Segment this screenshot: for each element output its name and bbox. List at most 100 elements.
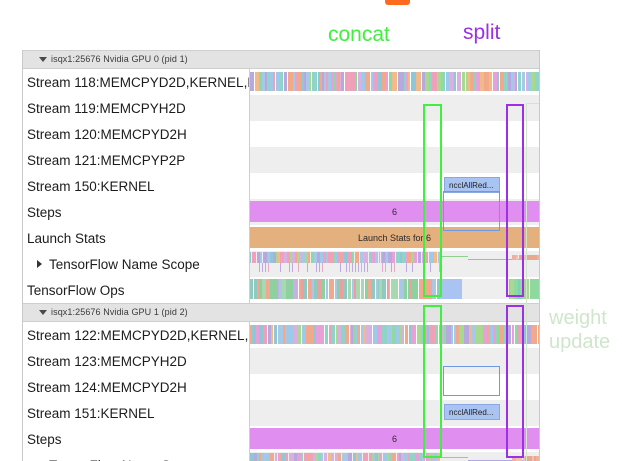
gutter-divider (249, 374, 250, 400)
row-label-empty[interactable]: Stream 119:MEMCPYH2D (27, 95, 249, 121)
row-gutter (23, 147, 249, 173)
timeline-row[interactable]: Stream 124:MEMCPYD2H (23, 374, 539, 400)
timeline-track[interactable]: ncclAllRed... (250, 400, 539, 426)
timeline-track[interactable] (250, 348, 539, 374)
annotation-label-concat: concat (328, 23, 390, 46)
gutter-divider (249, 147, 250, 173)
row-label-text: Stream 123:MEMCPYH2D (27, 353, 187, 369)
timeline-track[interactable] (250, 452, 539, 461)
gutter-divider (249, 452, 250, 461)
row-label-ops[interactable]: TensorFlow Ops (27, 277, 249, 303)
timeline-row[interactable]: Stream 119:MEMCPYH2D (23, 95, 539, 121)
gutter-divider (249, 277, 250, 303)
timeline-track[interactable] (250, 322, 539, 348)
timeline-track[interactable]: Launch Stats for 6 (250, 225, 539, 251)
timeline-track[interactable] (250, 95, 539, 121)
row-label-empty[interactable]: Stream 124:MEMCPYD2H (27, 374, 249, 400)
row-label-text: TensorFlow Name Scope (49, 256, 200, 272)
row-label-namescope[interactable]: TensorFlow Name Scope (27, 251, 271, 277)
steps-bar[interactable]: 6 (250, 428, 539, 449)
collapse-triangle-icon[interactable] (39, 310, 47, 315)
row-gutter (23, 199, 249, 225)
timeline-track[interactable] (250, 277, 539, 303)
timeline-track[interactable]: 6 (250, 426, 539, 452)
gutter-divider (249, 199, 250, 225)
timeline-track[interactable]: 6 (250, 199, 539, 225)
orange-marker-fragment (385, 0, 410, 5)
row-label-text: TensorFlow Ops (27, 282, 125, 298)
trace-rows-container: isqx1:25676 Nvidia GPU 0 (pid 1) Stream 1… (23, 50, 539, 461)
gutter-divider (249, 225, 250, 251)
row-label-empty[interactable]: Stream 123:MEMCPYH2D (27, 348, 249, 374)
timeline-track[interactable] (250, 251, 539, 277)
launch-stats-bar[interactable]: Launch Stats for 6 (250, 227, 539, 248)
row-gutter (23, 452, 249, 461)
weight-update-line-1: weight (549, 307, 607, 329)
gutter-divider (249, 121, 250, 147)
row-label-text: Launch Stats (27, 230, 106, 246)
group-header[interactable]: isqx1:25676 Nvidia GPU 0 (pid 1) (23, 50, 539, 69)
nccl-allreduce-block[interactable]: ncclAllRed... (444, 177, 500, 193)
row-label-stripes[interactable]: Stream 122:MEMCPYD2D,KERNEL,MI (27, 322, 249, 348)
row-label-empty[interactable]: Stream 120:MEMCPYD2H (27, 121, 249, 147)
timeline-track[interactable]: ncclAllRed... (250, 173, 539, 199)
row-label-namescope[interactable]: TensorFlow Name Scope (27, 452, 271, 461)
timeline-row[interactable]: Stream 121:MEMCPYP2P (23, 147, 539, 173)
row-label-text: Stream 118:MEMCPYD2D,KERNEL,ME (27, 74, 249, 90)
timeline-row[interactable]: TensorFlow Ops (23, 277, 539, 303)
timeline-row[interactable]: ncclAllRed... Stream 150:KERNEL (23, 173, 539, 199)
row-label-empty[interactable]: Stream 121:MEMCPYP2P (27, 147, 249, 173)
row-label-steps[interactable]: Steps (27, 426, 249, 452)
row-label-nccl[interactable]: Stream 150:KERNEL (27, 173, 249, 199)
nccl-allreduce-block[interactable]: ncclAllRed... (444, 404, 500, 420)
row-gutter (23, 173, 249, 199)
trace-viewer[interactable]: isqx1:25676 Nvidia GPU 0 (pid 1) Stream 1… (22, 50, 540, 461)
gutter-divider (249, 348, 250, 374)
timeline-row[interactable]: Stream 123:MEMCPYH2D (23, 348, 539, 374)
annotation-label-split: split (463, 21, 501, 44)
timeline-row[interactable]: Stream 118:MEMCPYD2D,KERNEL,ME (23, 69, 539, 95)
row-label-nccl[interactable]: Stream 151:KERNEL (27, 400, 249, 426)
row-label-text: Steps (27, 431, 62, 447)
row-label-text: Stream 119:MEMCPYH2D (27, 100, 186, 116)
collapse-triangle-icon[interactable] (39, 57, 47, 62)
row-gutter (23, 225, 249, 251)
row-gutter (23, 348, 249, 374)
expand-triangle-icon[interactable] (37, 260, 42, 268)
row-gutter (23, 374, 249, 400)
row-gutter (23, 322, 249, 348)
weight-update-line-2: update (549, 331, 611, 354)
timeline-track[interactable] (250, 121, 539, 147)
row-gutter (23, 69, 249, 95)
gutter-divider (249, 426, 250, 452)
row-gutter (23, 251, 249, 277)
row-label-steps[interactable]: Steps (27, 199, 249, 225)
row-label-text: Stream 120:MEMCPYD2H (27, 126, 187, 142)
group-header-label: isqx1:25676 Nvidia GPU 0 (pid 1) (51, 54, 188, 64)
timeline-row[interactable]: TensorFlow Name Scope (23, 251, 539, 277)
timeline-track[interactable] (250, 69, 539, 95)
group-header[interactable]: isqx1:25676 Nvidia GPU 1 (pid 2) (23, 303, 539, 322)
timeline-track[interactable] (250, 374, 539, 400)
row-gutter (23, 95, 249, 121)
gutter-divider (249, 400, 250, 426)
timeline-row[interactable]: Stream 120:MEMCPYD2H (23, 121, 539, 147)
annotation-label-weight-update: weight update (549, 306, 610, 355)
timeline-row[interactable]: Stream 122:MEMCPYD2D,KERNEL,MI (23, 322, 539, 348)
row-gutter (23, 400, 249, 426)
row-label-text: TensorFlow Name Scope (49, 458, 200, 461)
timeline-row[interactable]: 6 Steps (23, 426, 539, 452)
row-gutter (23, 277, 249, 303)
row-label-text: Stream 150:KERNEL (27, 178, 155, 194)
row-label-launch[interactable]: Launch Stats (27, 225, 249, 251)
timeline-track[interactable] (250, 147, 539, 173)
gutter-divider (249, 95, 250, 121)
timeline-row[interactable]: ncclAllRed... Stream 151:KERNEL (23, 400, 539, 426)
timeline-row[interactable]: Launch Stats for 6 Launch Stats (23, 225, 539, 251)
steps-bar[interactable]: 6 (250, 201, 539, 222)
row-label-stripes[interactable]: Stream 118:MEMCPYD2D,KERNEL,ME (27, 69, 249, 95)
timeline-row[interactable]: TensorFlow Name Scope (23, 452, 539, 461)
gutter-divider (249, 173, 250, 199)
row-label-text: Stream 124:MEMCPYD2H (27, 379, 187, 395)
